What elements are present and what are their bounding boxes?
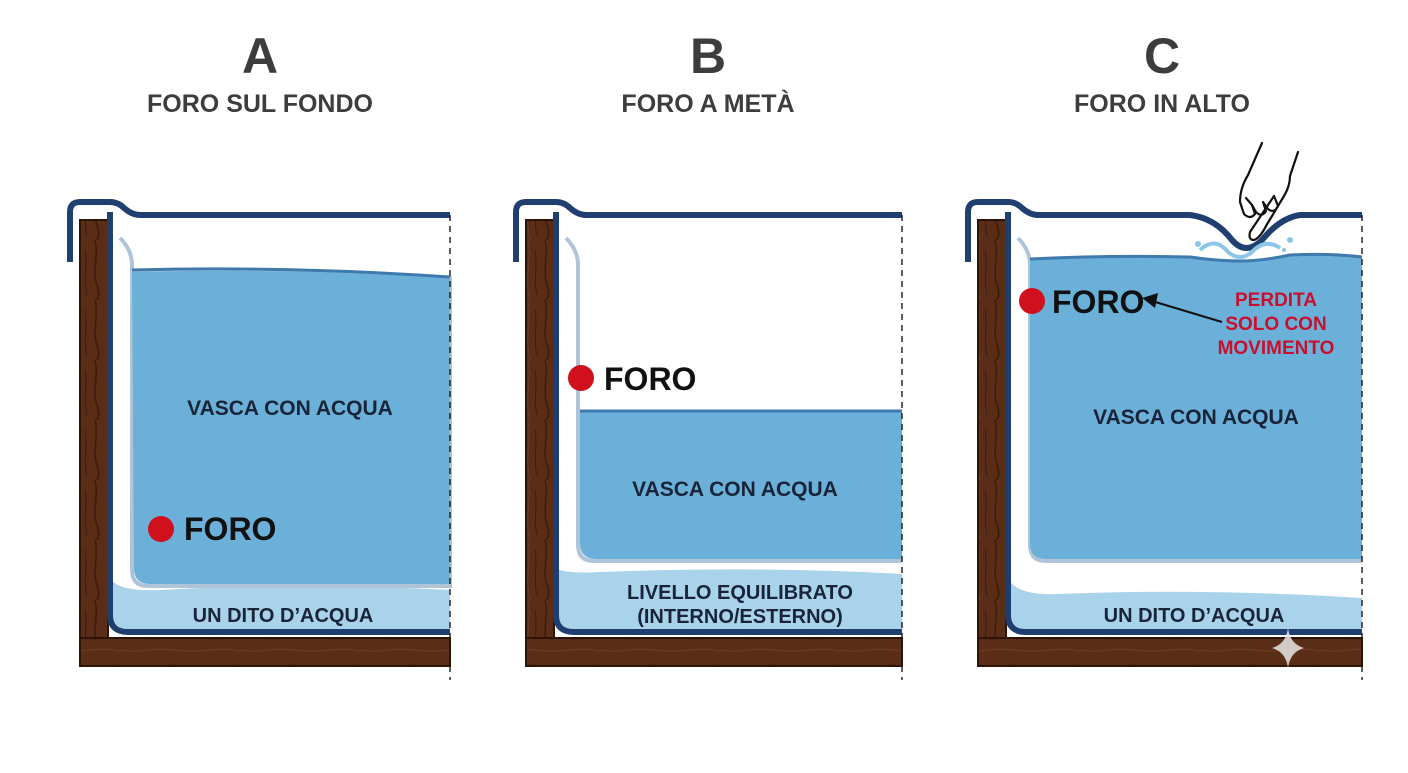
wooden-floor <box>525 637 903 667</box>
panel-b: B FORO A METÀ FORO VASCA CON ACQUA LIVEL… <box>513 28 903 680</box>
liner-top <box>965 199 1362 262</box>
hole-label: FORO <box>184 511 276 547</box>
water-surface <box>1029 252 1363 263</box>
panel-a-title: FORO SUL FONDO <box>147 90 373 118</box>
panel-c: C FORO IN ALTO FORO PERDITA <box>965 28 1363 680</box>
hole-label: FORO <box>604 361 696 397</box>
inner-tub-outline <box>1016 236 1362 563</box>
sparkle-icon <box>1272 628 1304 668</box>
inner-tub-outline <box>118 236 452 588</box>
hole-label: FORO <box>1052 284 1144 320</box>
liner-outer <box>1005 212 1362 635</box>
wooden-floor <box>977 637 1363 667</box>
panel-a: A FORO SUL FONDO VASCA CON ACQUA FORO UN… <box>67 28 452 680</box>
tub-water <box>1030 255 1362 560</box>
bottom-water <box>110 578 450 632</box>
bottom-water <box>556 568 902 632</box>
hole-dot <box>568 365 594 391</box>
leak-note-line1: PERDITA <box>1235 290 1317 311</box>
wooden-wall <box>79 219 109 667</box>
liner-top <box>513 199 902 262</box>
hole-dot <box>148 516 174 542</box>
leak-note-line3: MOVIMENTO <box>1218 338 1335 359</box>
panel-a-letter: A <box>242 28 278 84</box>
bottom-label: UN DITO D’ACQUA <box>1104 605 1285 627</box>
tub-water <box>132 270 450 584</box>
water-label: VASCA CON ACQUA <box>632 478 838 501</box>
leak-note-line2: SOLO CON <box>1225 314 1326 335</box>
wooden-wall <box>525 219 555 667</box>
water-label: VASCA CON ACQUA <box>187 397 393 420</box>
hole-dot <box>1019 288 1045 314</box>
bottom-label: UN DITO D’ACQUA <box>193 605 374 627</box>
wooden-wall <box>977 219 1007 667</box>
water-surface <box>131 267 451 279</box>
bottom-label-line1: LIVELLO EQUILIBRATO <box>627 582 853 604</box>
inner-tub-outline <box>564 236 902 563</box>
liner-top <box>67 199 450 262</box>
panel-c-letter: C <box>1144 28 1180 84</box>
panel-b-letter: B <box>690 28 726 84</box>
arrow-icon <box>1142 293 1223 323</box>
liner-outer <box>553 212 902 635</box>
hand-icon <box>1238 141 1300 242</box>
liner-outer <box>107 212 450 635</box>
bottom-label-line2: (INTERNO/ESTERNO) <box>637 606 843 628</box>
panel-b-title: FORO A METÀ <box>621 89 794 118</box>
splash-icon <box>1195 237 1293 259</box>
wooden-floor <box>79 637 451 667</box>
tub-water <box>580 412 902 559</box>
water-label: VASCA CON ACQUA <box>1093 406 1299 429</box>
bottom-water <box>1008 578 1362 632</box>
panel-c-title: FORO IN ALTO <box>1074 90 1250 118</box>
